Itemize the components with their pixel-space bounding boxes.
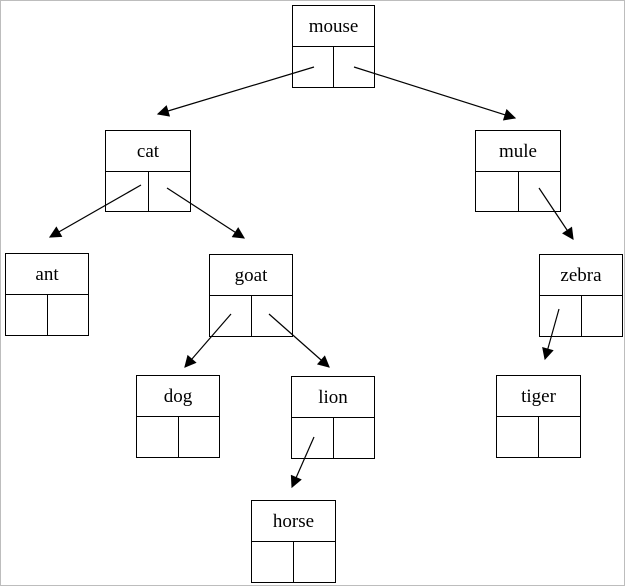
- tree-node-ant: ant: [5, 253, 89, 336]
- tree-node-horse: horse: [251, 500, 336, 583]
- tree-node-dog: dog: [136, 375, 220, 458]
- node-right-pointer-cat: [149, 172, 191, 211]
- node-pointer-cells-mouse: [293, 47, 374, 87]
- node-left-pointer-ant: [6, 295, 48, 335]
- tree-node-lion: lion: [291, 376, 375, 459]
- node-right-pointer-dog: [179, 417, 220, 457]
- tree-node-zebra: zebra: [539, 254, 623, 337]
- node-pointer-cells-dog: [137, 417, 219, 457]
- node-label-horse: horse: [252, 501, 335, 542]
- node-right-pointer-ant: [48, 295, 89, 335]
- node-label-lion: lion: [292, 377, 374, 418]
- node-right-pointer-goat: [252, 296, 293, 336]
- node-right-pointer-horse: [294, 542, 335, 582]
- node-label-goat: goat: [210, 255, 292, 296]
- node-left-pointer-tiger: [497, 417, 539, 457]
- tree-node-goat: goat: [209, 254, 293, 337]
- node-pointer-cells-mule: [476, 172, 560, 211]
- node-left-pointer-goat: [210, 296, 252, 336]
- tree-node-mouse: mouse: [292, 5, 375, 88]
- node-pointer-cells-cat: [106, 172, 190, 211]
- node-right-pointer-mule: [519, 172, 561, 211]
- edge-mouse-cat: [156, 66, 315, 117]
- node-left-pointer-zebra: [540, 296, 582, 336]
- node-left-pointer-mouse: [293, 47, 334, 87]
- node-left-pointer-lion: [292, 418, 334, 458]
- node-pointer-cells-goat: [210, 296, 292, 336]
- node-right-pointer-mouse: [334, 47, 374, 87]
- node-label-tiger: tiger: [497, 376, 580, 417]
- node-right-pointer-zebra: [582, 296, 623, 336]
- node-label-mouse: mouse: [293, 6, 374, 47]
- node-right-pointer-lion: [334, 418, 375, 458]
- node-left-pointer-dog: [137, 417, 179, 457]
- tree-node-cat: cat: [105, 130, 191, 212]
- node-label-mule: mule: [476, 131, 560, 172]
- node-label-ant: ant: [6, 254, 88, 295]
- node-label-dog: dog: [137, 376, 219, 417]
- node-left-pointer-cat: [106, 172, 149, 211]
- node-label-zebra: zebra: [540, 255, 622, 296]
- edge-mouse-mule: [353, 66, 517, 121]
- node-left-pointer-mule: [476, 172, 519, 211]
- node-pointer-cells-lion: [292, 418, 374, 458]
- node-pointer-cells-horse: [252, 542, 335, 582]
- node-right-pointer-tiger: [539, 417, 580, 457]
- node-pointer-cells-zebra: [540, 296, 622, 336]
- node-label-cat: cat: [106, 131, 190, 172]
- node-pointer-cells-tiger: [497, 417, 580, 457]
- tree-node-mule: mule: [475, 130, 561, 212]
- node-pointer-cells-ant: [6, 295, 88, 335]
- node-left-pointer-horse: [252, 542, 294, 582]
- tree-node-tiger: tiger: [496, 375, 581, 458]
